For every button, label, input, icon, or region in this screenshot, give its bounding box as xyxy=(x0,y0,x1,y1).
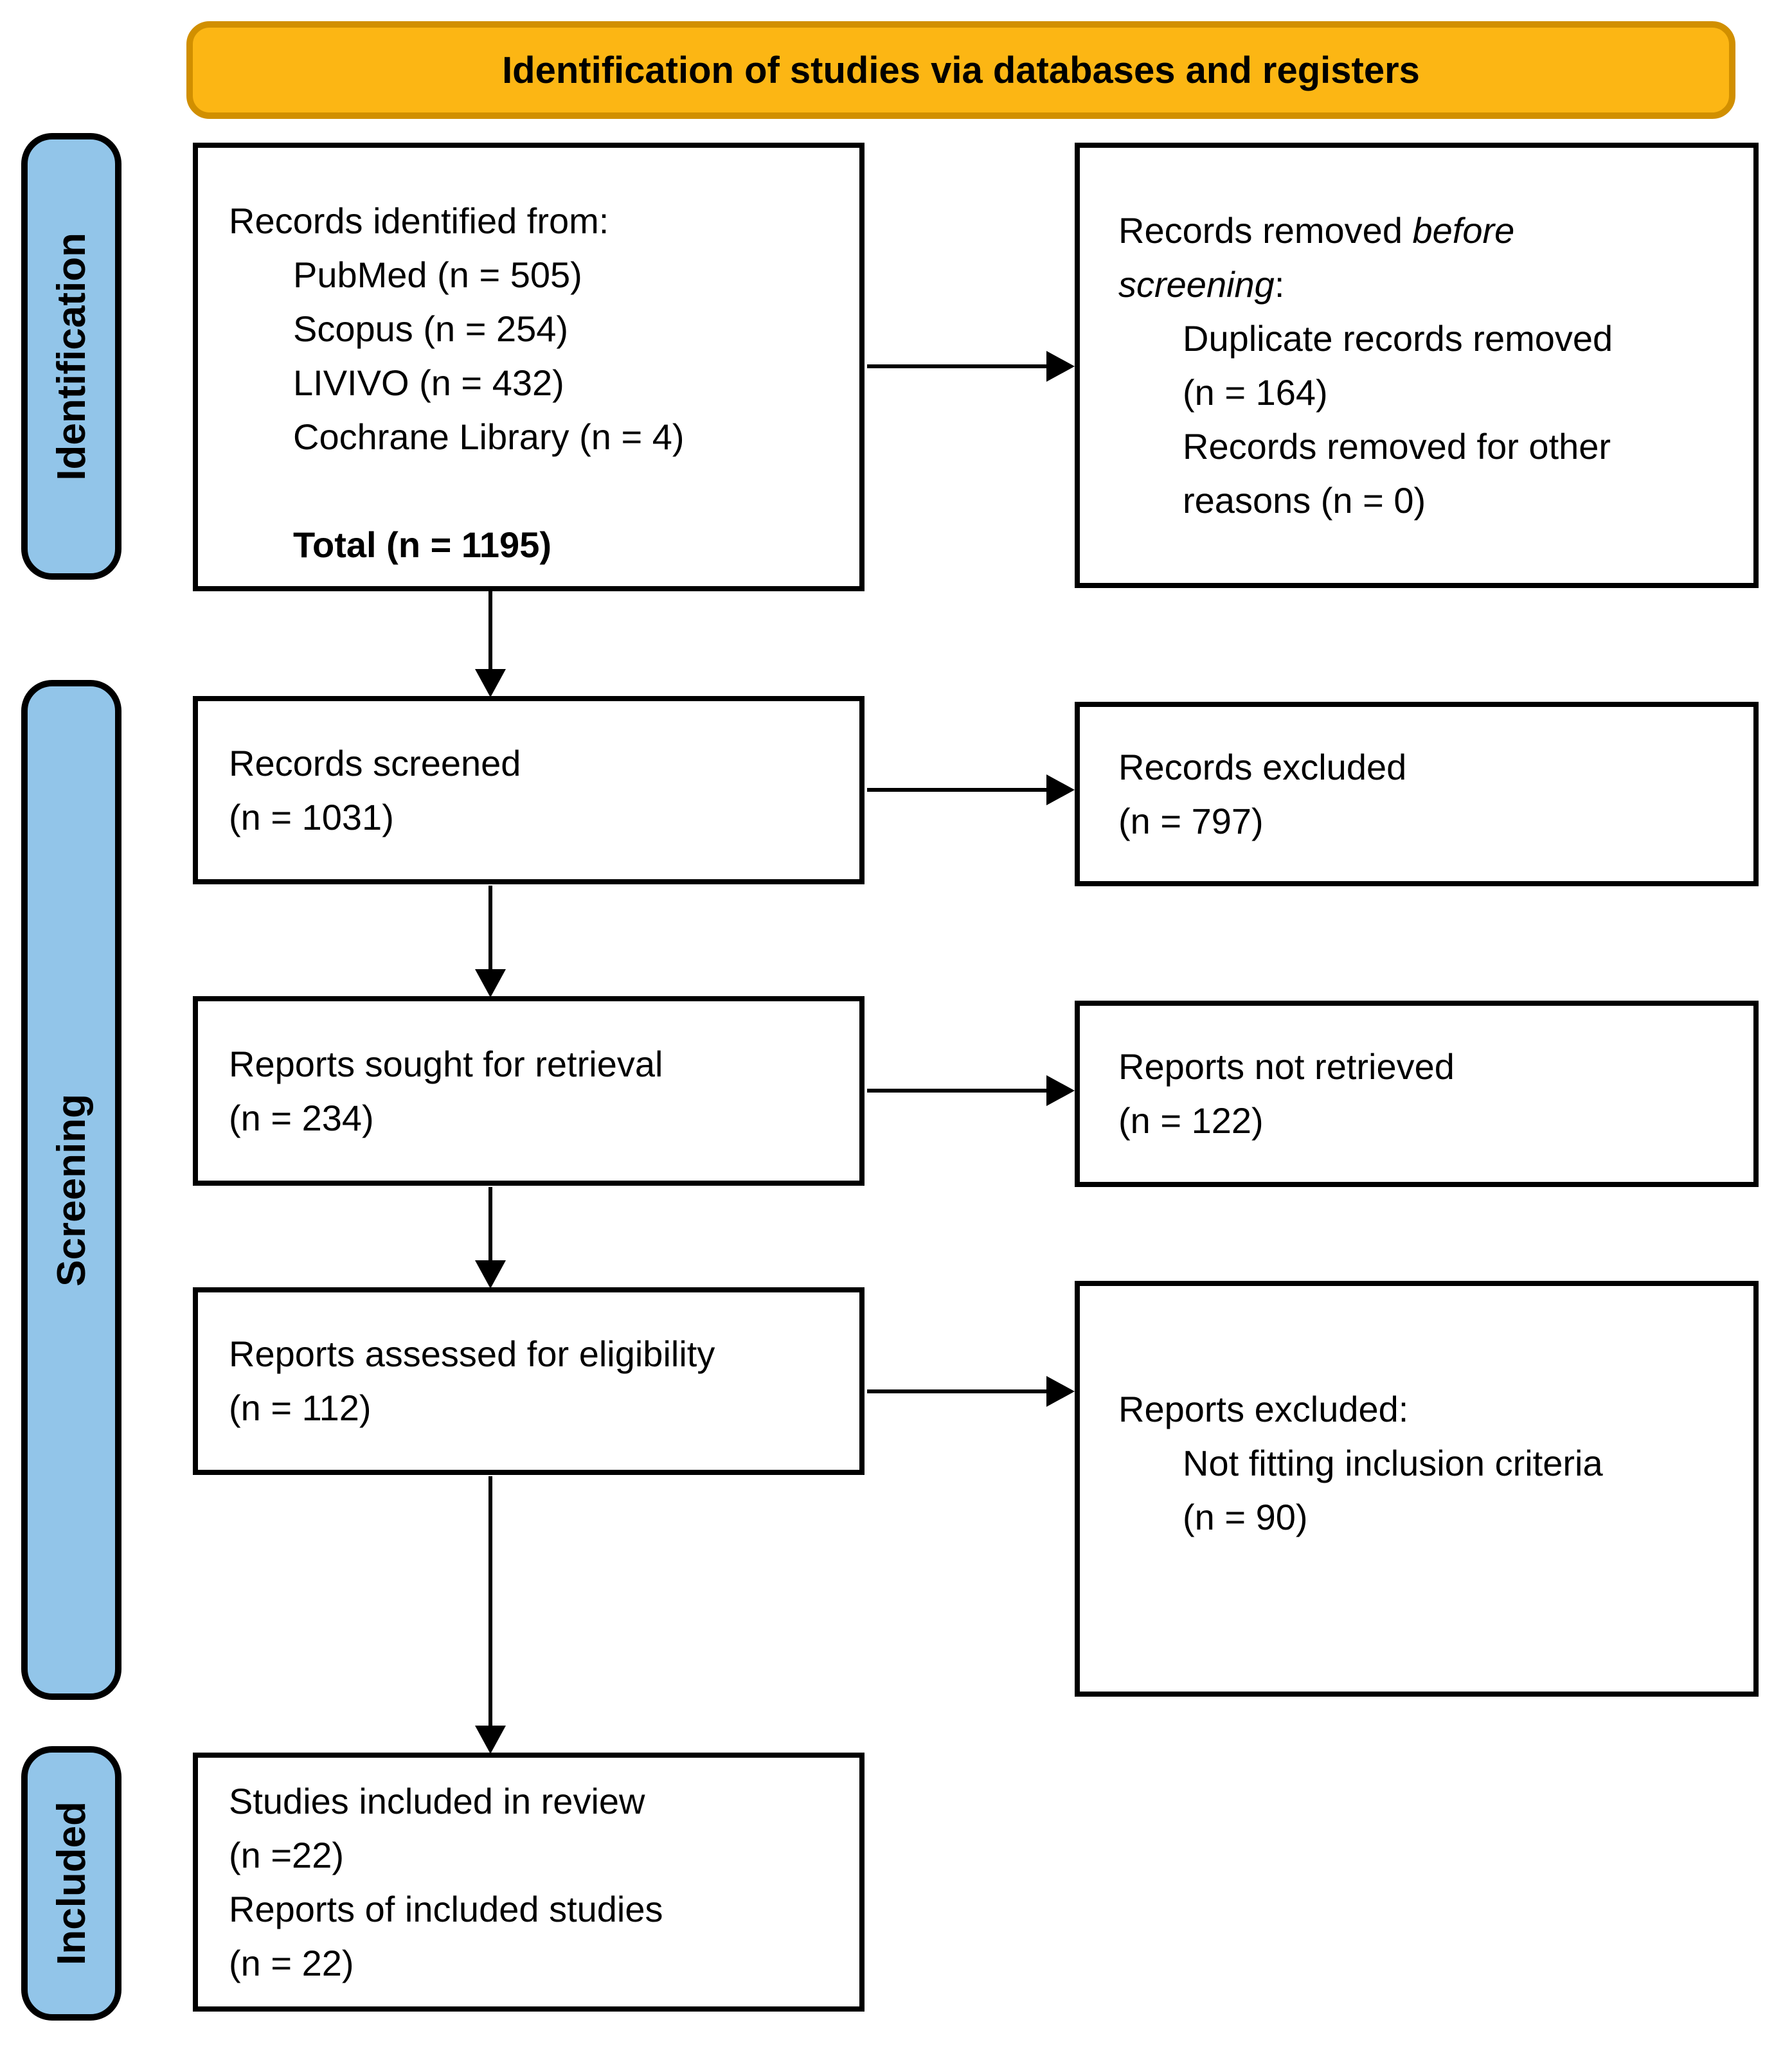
arrow-down-assessed-to-included xyxy=(475,1476,506,1754)
box-line: Studies included in review xyxy=(229,1780,645,1821)
arrow-down-sought-to-assessed xyxy=(475,1187,506,1289)
stage-label-screening-text: Screening xyxy=(49,1093,94,1287)
box-line: (n = 234) xyxy=(229,1097,374,1138)
stage-label-identification: Identification xyxy=(21,133,121,580)
box-line: screening: xyxy=(1118,258,1738,312)
arrow-line xyxy=(488,1476,492,1728)
records-removed-box: Records removed before screening: Duplic… xyxy=(1075,143,1759,588)
arrow-down-screened-to-sought xyxy=(475,886,506,997)
box-line: PubMed (n = 505) xyxy=(293,255,582,295)
box-line: Not fitting inclusion criteria xyxy=(1183,1442,1603,1483)
box-line: (n = 90) xyxy=(1183,1496,1308,1537)
arrow-head-icon xyxy=(475,969,506,997)
reports-assessed-box: Reports assessed for eligibility (n = 11… xyxy=(193,1287,865,1475)
studies-included-box: Studies included in review (n =22) Repor… xyxy=(193,1753,865,2012)
stage-label-screening: Screening xyxy=(21,680,121,1700)
arrow-head-icon xyxy=(1046,1075,1075,1106)
box-line: Reports sought for retrieval xyxy=(229,1043,663,1084)
box-line: Records identified from: xyxy=(229,201,609,241)
stage-label-identification-text: Identification xyxy=(49,232,94,481)
box-line: Records excluded xyxy=(1118,746,1407,787)
reports-excluded-box: Reports excluded: Not fitting inclusion … xyxy=(1075,1281,1759,1697)
box-line: (n = 22) xyxy=(229,1942,354,1983)
arrow-head-icon xyxy=(1046,1376,1075,1407)
box-line: reasons (n = 0) xyxy=(1183,479,1426,521)
box-line: Records removed before xyxy=(1118,204,1738,258)
arrow-line xyxy=(867,1389,1049,1393)
arrow-head-icon xyxy=(475,1726,506,1754)
reports-not-retrieved-box: Reports not retrieved (n = 122) xyxy=(1075,1001,1759,1187)
box-line: LIVIVO (n = 432) xyxy=(293,362,564,403)
arrow-right-identified-to-removed xyxy=(867,351,1075,382)
banner: Identification of studies via databases … xyxy=(186,21,1735,119)
box-line: (n = 122) xyxy=(1118,1100,1264,1141)
box-line: (n = 797) xyxy=(1118,800,1264,841)
arrow-line xyxy=(488,1187,492,1263)
blank-line xyxy=(229,464,844,518)
box-line-total: Total (n = 1195) xyxy=(293,524,551,565)
arrow-line xyxy=(488,591,492,672)
arrow-head-icon xyxy=(1046,351,1075,382)
box-line: Reports of included studies xyxy=(229,1888,663,1929)
box-line: Records screened xyxy=(229,742,521,783)
box-line: (n = 164) xyxy=(1183,371,1328,413)
box-line: (n = 1031) xyxy=(229,796,394,837)
box-line-text: Records removed xyxy=(1118,210,1413,251)
arrow-head-icon xyxy=(475,669,506,697)
box-line: Cochrane Library (n = 4) xyxy=(293,416,685,457)
box-line: Reports not retrieved xyxy=(1118,1046,1455,1087)
records-identified-box: Records identified from: PubMed (n = 505… xyxy=(193,143,865,591)
box-line: Reports excluded: xyxy=(1118,1388,1409,1429)
arrow-line xyxy=(867,788,1049,792)
arrow-down-identified-to-screened xyxy=(475,591,506,697)
box-line: Scopus (n = 254) xyxy=(293,308,569,349)
records-excluded-box: Records excluded (n = 797) xyxy=(1075,702,1759,886)
arrow-right-screened-to-excluded xyxy=(867,774,1075,805)
box-line-italic: before xyxy=(1412,210,1515,251)
arrow-line xyxy=(867,1089,1049,1093)
box-line-text: : xyxy=(1274,263,1285,305)
box-line: Reports assessed for eligibility xyxy=(229,1334,715,1374)
box-line: Records removed for other xyxy=(1183,425,1611,467)
box-line-italic: screening xyxy=(1118,263,1275,305)
box-line: Duplicate records removed xyxy=(1183,317,1613,359)
arrow-head-icon xyxy=(1046,774,1075,805)
stage-label-included-text: Included xyxy=(49,1801,94,1965)
reports-sought-box: Reports sought for retrieval (n = 234) xyxy=(193,996,865,1186)
stage-label-included: Included xyxy=(21,1746,121,2021)
arrow-right-sought-to-not-retrieved xyxy=(867,1075,1075,1106)
box-line: (n =22) xyxy=(229,1834,344,1875)
arrow-line xyxy=(488,886,492,972)
records-screened-box: Records screened (n = 1031) xyxy=(193,696,865,884)
box-line: (n = 112) xyxy=(229,1388,372,1428)
arrow-head-icon xyxy=(475,1260,506,1289)
arrow-line xyxy=(867,364,1049,368)
banner-title: Identification of studies via databases … xyxy=(502,49,1420,91)
arrow-right-assessed-to-reports-excluded xyxy=(867,1376,1075,1407)
